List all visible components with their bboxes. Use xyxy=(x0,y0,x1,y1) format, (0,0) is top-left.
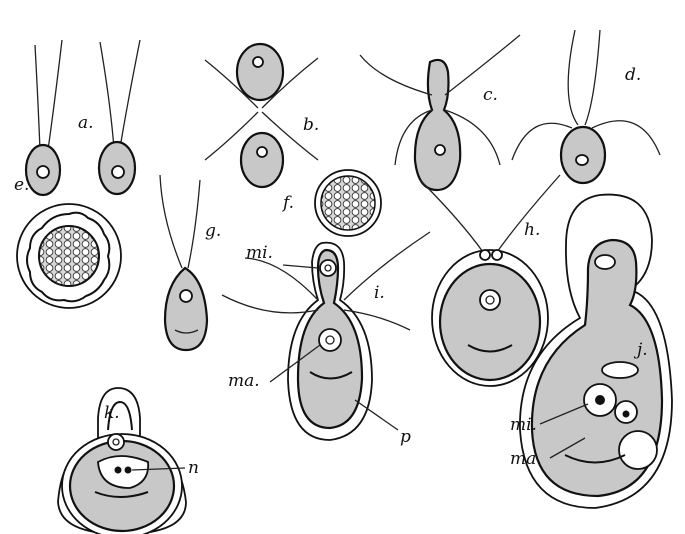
figure-k-budding-cyst: k. n xyxy=(58,388,199,534)
label-n-k: n xyxy=(188,458,199,478)
label-b: b. xyxy=(303,115,319,135)
label-c: c. xyxy=(483,85,498,105)
figure-c-dividing-cell: c. xyxy=(360,35,520,190)
figure-d-quadriflagellate-zygote: d. xyxy=(512,30,660,183)
label-d: d. xyxy=(625,65,641,85)
label-ma-i: ma. xyxy=(228,371,260,391)
label-k: k. xyxy=(104,403,120,423)
label-mi-i: mi. xyxy=(246,243,273,263)
figure-h-walled-cell: h. xyxy=(420,175,560,386)
label-f: f. xyxy=(281,193,294,213)
figure-e-zygospore: e. xyxy=(14,175,121,308)
figure-f-cyst: f. xyxy=(281,170,381,236)
label-a: a. xyxy=(78,113,94,133)
figure-i-budding-cell: mi. i. ma. p xyxy=(222,232,430,447)
label-h: h. xyxy=(524,220,540,240)
label-mi-j: mi. xyxy=(510,415,537,435)
label-p-i: p xyxy=(400,427,411,447)
figure-g-young-cell: g. xyxy=(160,175,221,350)
figure-b-fusing-gametes: b. xyxy=(205,44,319,187)
label-ma-j: ma. xyxy=(510,449,542,469)
label-e: e. xyxy=(14,175,29,195)
label-g: g. xyxy=(205,221,221,241)
label-i: i. xyxy=(374,283,385,303)
figure-a-gametes: a. xyxy=(26,40,140,195)
